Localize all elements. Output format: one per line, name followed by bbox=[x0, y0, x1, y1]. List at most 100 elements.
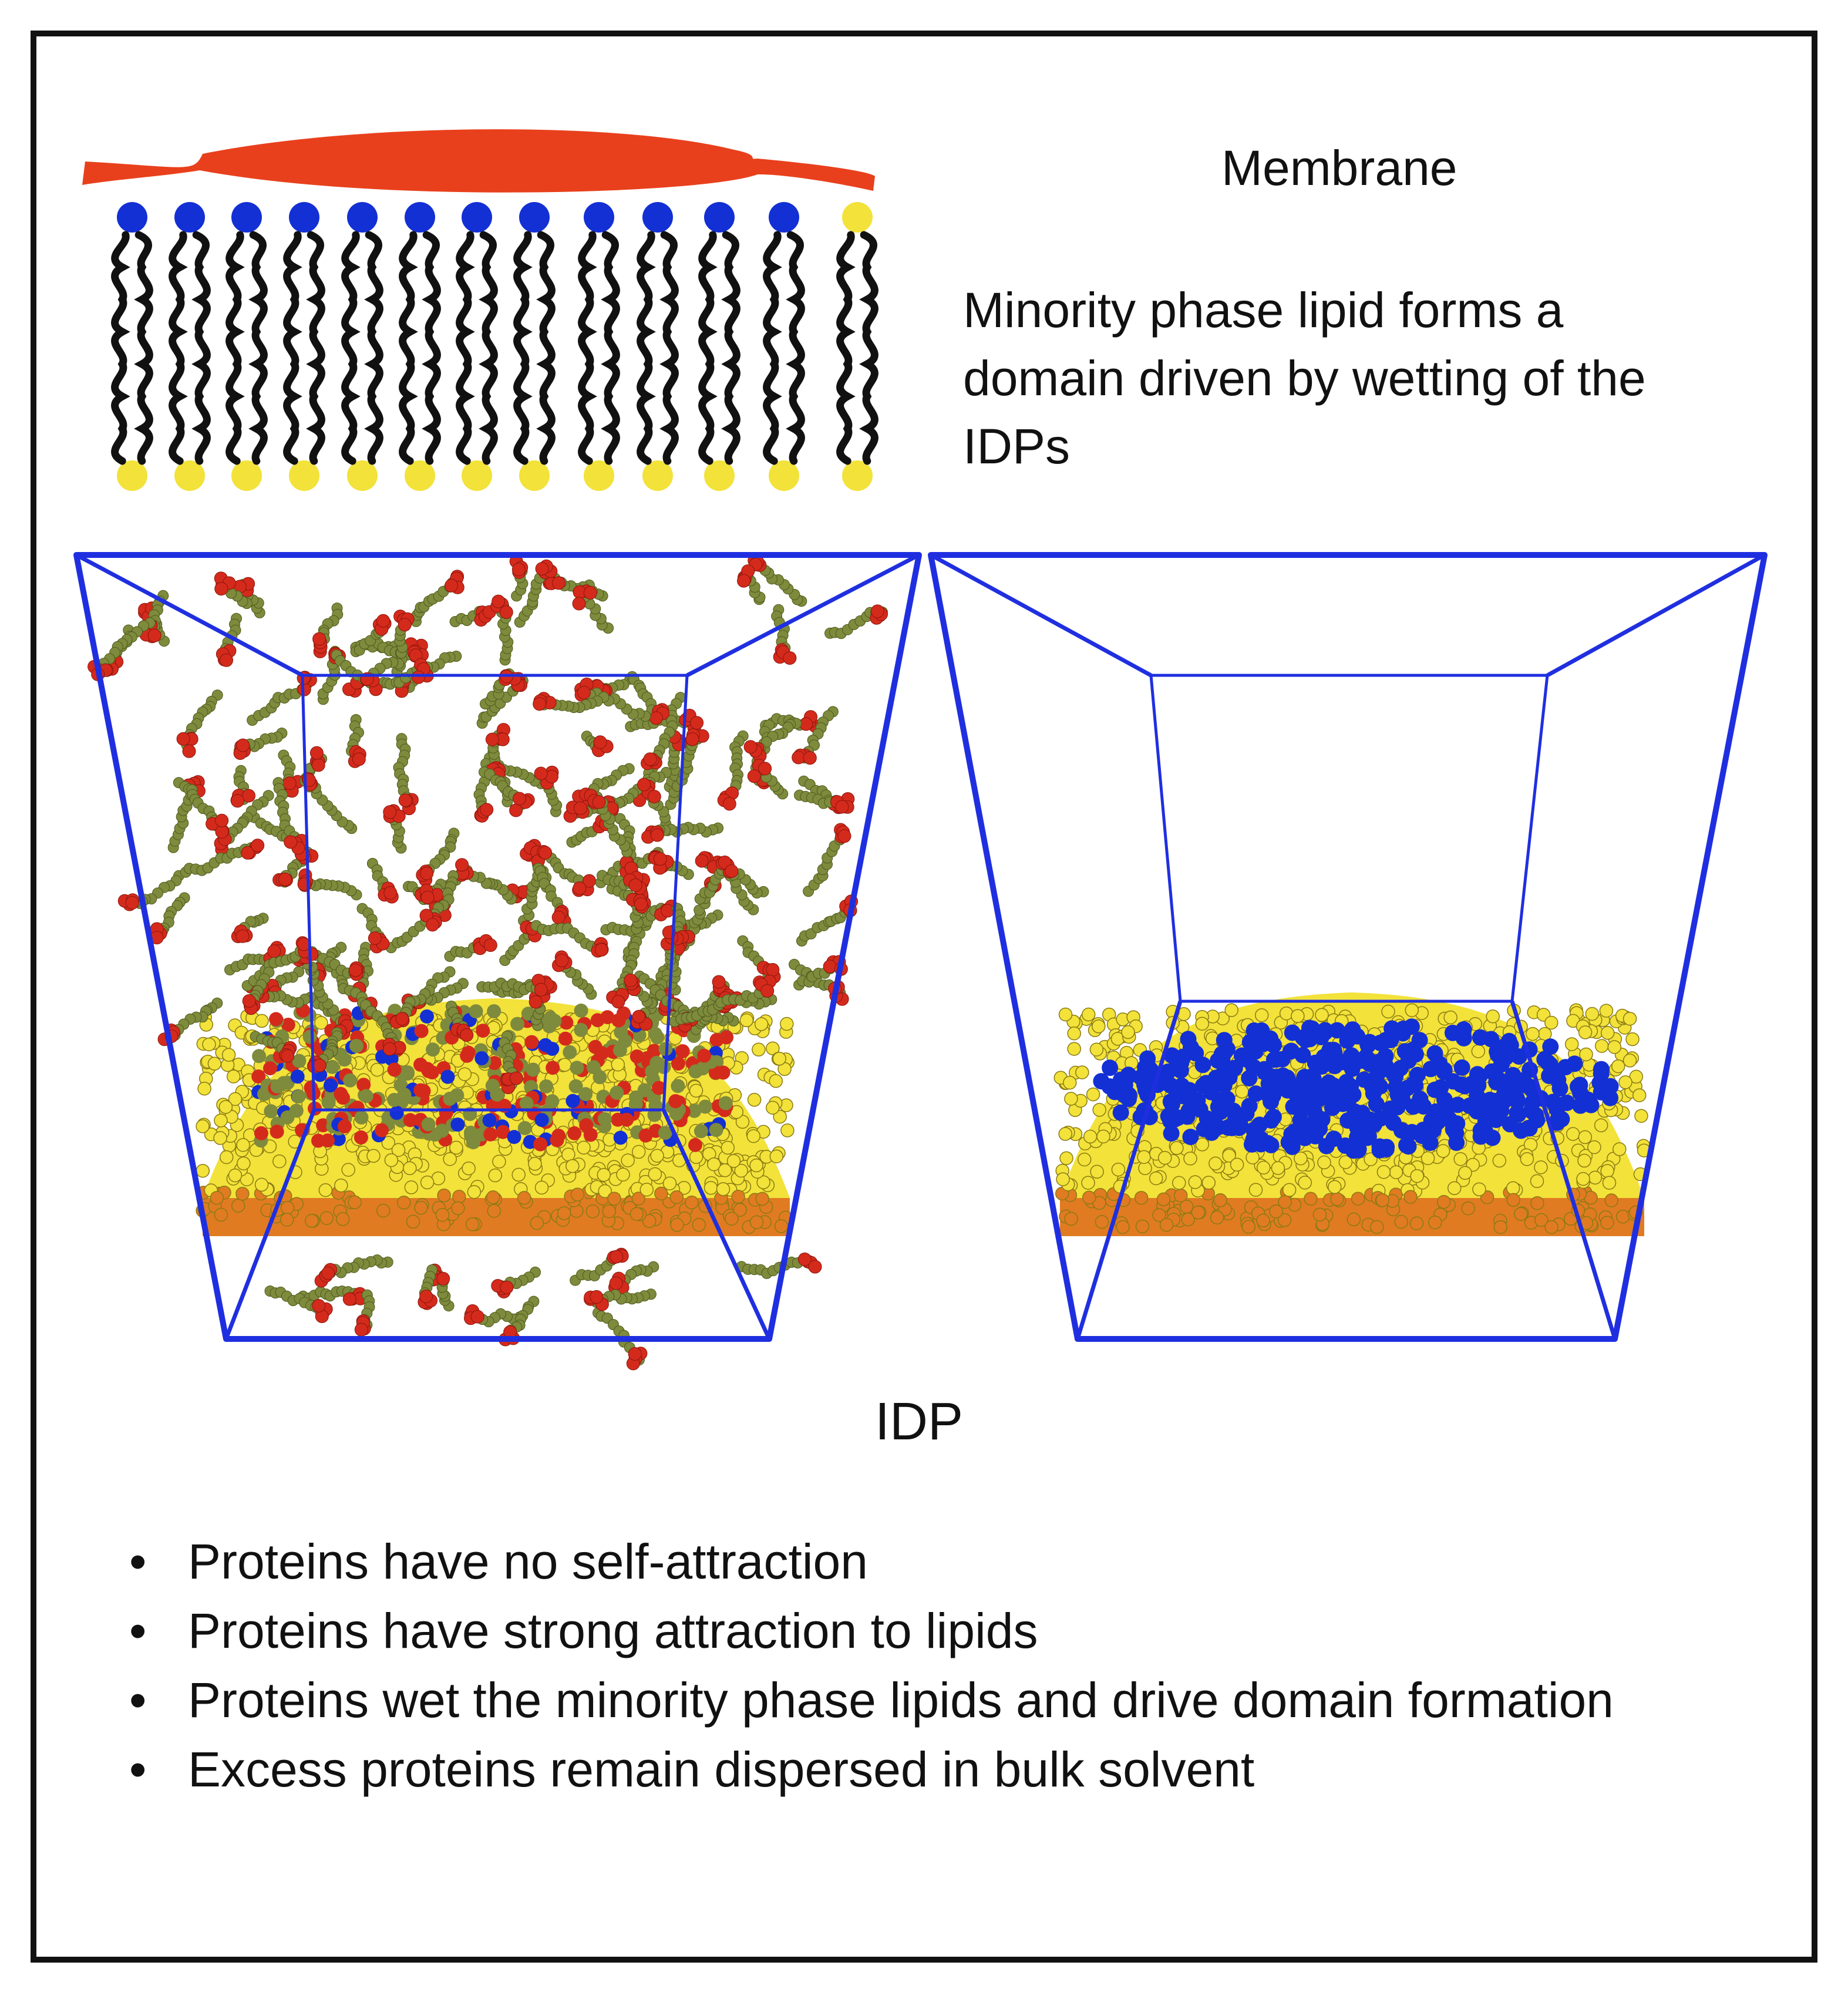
bound-protein-bead bbox=[567, 1126, 582, 1140]
lipid-tail bbox=[601, 231, 620, 465]
bound-protein-bead bbox=[413, 1083, 428, 1098]
lipid-tail bbox=[225, 231, 245, 465]
protein-charged-bead bbox=[352, 752, 366, 766]
protein-charged-bead bbox=[509, 1071, 523, 1085]
lipid-bead bbox=[769, 1149, 784, 1163]
lipid-bead bbox=[1428, 1215, 1442, 1230]
lipid-bead bbox=[1235, 1084, 1249, 1099]
lipid-tail bbox=[422, 231, 441, 465]
lipid-bead bbox=[1230, 1157, 1244, 1172]
lipid-bead bbox=[341, 1163, 355, 1177]
lipid-bead bbox=[1111, 1162, 1126, 1177]
bound-protein-bead bbox=[334, 1086, 348, 1101]
lipid-bead bbox=[1086, 1087, 1100, 1102]
lipid-bead bbox=[1347, 1212, 1361, 1227]
bound-protein-bead bbox=[687, 1103, 702, 1118]
protein-charged-bead bbox=[628, 1347, 642, 1361]
bound-protein-bead bbox=[574, 1003, 588, 1018]
bound-protein-bead bbox=[574, 1022, 588, 1037]
box-depth-edge bbox=[1546, 553, 1766, 678]
protein-charged-bead bbox=[649, 711, 663, 725]
lipid-bead bbox=[214, 1207, 228, 1222]
lipid-bead bbox=[1195, 1017, 1210, 1031]
lipid-head bbox=[519, 460, 550, 491]
lipid-bead bbox=[1279, 1006, 1294, 1021]
lipid-bead bbox=[692, 1218, 706, 1232]
protein-charged-bead bbox=[725, 864, 739, 878]
bound-protein-bead bbox=[671, 1056, 685, 1071]
minority-lipid-bead bbox=[1327, 1095, 1344, 1112]
bound-protein-bead bbox=[460, 1048, 474, 1063]
minority-lipid-bead bbox=[1602, 1089, 1618, 1106]
lipid-bead bbox=[1544, 1015, 1558, 1030]
bound-protein-bead bbox=[558, 1031, 573, 1046]
minority-lipid-bead bbox=[1317, 1024, 1334, 1041]
bound-protein-bead bbox=[563, 1045, 577, 1059]
lipid-head bbox=[117, 202, 147, 233]
lipid-bead bbox=[254, 1177, 269, 1192]
minority-lipid-bead bbox=[1339, 1032, 1356, 1049]
lipid-head bbox=[642, 460, 673, 491]
bound-protein-bead bbox=[281, 1018, 295, 1032]
bound-protein-bead bbox=[440, 1069, 455, 1084]
bound-protein-bead bbox=[694, 1124, 708, 1139]
lipid-bead bbox=[780, 1123, 795, 1138]
bound-protein-bead bbox=[291, 1089, 306, 1103]
simulation-box-left bbox=[73, 552, 922, 1371]
lipid-bead bbox=[319, 1211, 334, 1226]
minority-lipid-bead bbox=[1542, 1038, 1559, 1055]
bound-protein-bead bbox=[439, 1106, 453, 1120]
lipid-tail bbox=[134, 231, 153, 465]
protein-charged-bead bbox=[419, 1290, 433, 1303]
protein-charged-bead bbox=[436, 1271, 450, 1285]
bound-protein-bead bbox=[359, 1089, 373, 1103]
lipid-head bbox=[462, 202, 492, 233]
minority-lipid-bead bbox=[1550, 1072, 1567, 1088]
lipid-bead bbox=[769, 1074, 783, 1088]
protein-charged-bead bbox=[321, 1266, 335, 1280]
minority-lipid-bead bbox=[1265, 1087, 1281, 1104]
bound-protein-bead bbox=[568, 1079, 583, 1093]
lipid-tail bbox=[786, 231, 805, 465]
protein-charged-bead bbox=[460, 1028, 474, 1042]
membrane-label: Membrane bbox=[1221, 140, 1457, 196]
lipid-bead bbox=[231, 1199, 245, 1213]
box-depth-edge bbox=[930, 553, 1152, 678]
protein-charged-bead bbox=[241, 846, 255, 860]
lipid-bead bbox=[1594, 1118, 1608, 1133]
lipid-bead bbox=[1058, 1127, 1072, 1141]
lipid-bead bbox=[1623, 1011, 1637, 1026]
lipid-bead bbox=[370, 1062, 385, 1077]
lipid-bead bbox=[1277, 1213, 1292, 1227]
lipid-bead bbox=[1179, 1199, 1194, 1214]
lipid-bead bbox=[1375, 1193, 1389, 1207]
protein-charged-bead bbox=[312, 632, 326, 646]
protein-charged-bead bbox=[572, 597, 586, 611]
lipid-bead bbox=[621, 1153, 635, 1167]
protein-charged-bead bbox=[593, 735, 607, 749]
protein-charged-bead bbox=[534, 766, 548, 780]
protein-charged-bead bbox=[412, 670, 425, 684]
bound-protein-bead bbox=[688, 1138, 702, 1152]
minority-lipid-bead bbox=[1413, 1128, 1430, 1145]
minority-lipid-bead bbox=[1426, 1081, 1443, 1098]
lipid-bead bbox=[1312, 1207, 1327, 1221]
lipid-bead bbox=[565, 1159, 580, 1173]
lipid-bead bbox=[616, 1167, 630, 1182]
lipid-bead bbox=[1222, 1149, 1236, 1163]
minority-lipid-bead bbox=[1386, 1022, 1403, 1039]
minority-lipid-bead bbox=[1093, 1073, 1110, 1090]
bound-protein-bead bbox=[263, 1061, 277, 1076]
bound-protein-bead bbox=[507, 1130, 521, 1145]
lipid-bead bbox=[272, 1154, 287, 1169]
lipid-bead bbox=[1594, 1039, 1609, 1053]
lipid-bead bbox=[1149, 1171, 1163, 1186]
bound-protein-bead bbox=[354, 1110, 369, 1125]
minority-lipid-bead bbox=[1120, 1086, 1137, 1103]
lipid-bead bbox=[1063, 1075, 1077, 1090]
lipid-bead bbox=[1135, 1219, 1150, 1234]
protein-charged-bead bbox=[766, 963, 780, 977]
lipid-bead bbox=[1394, 1214, 1408, 1229]
protein-charged-bead bbox=[695, 854, 709, 868]
bound-protein-bead bbox=[510, 1017, 525, 1031]
